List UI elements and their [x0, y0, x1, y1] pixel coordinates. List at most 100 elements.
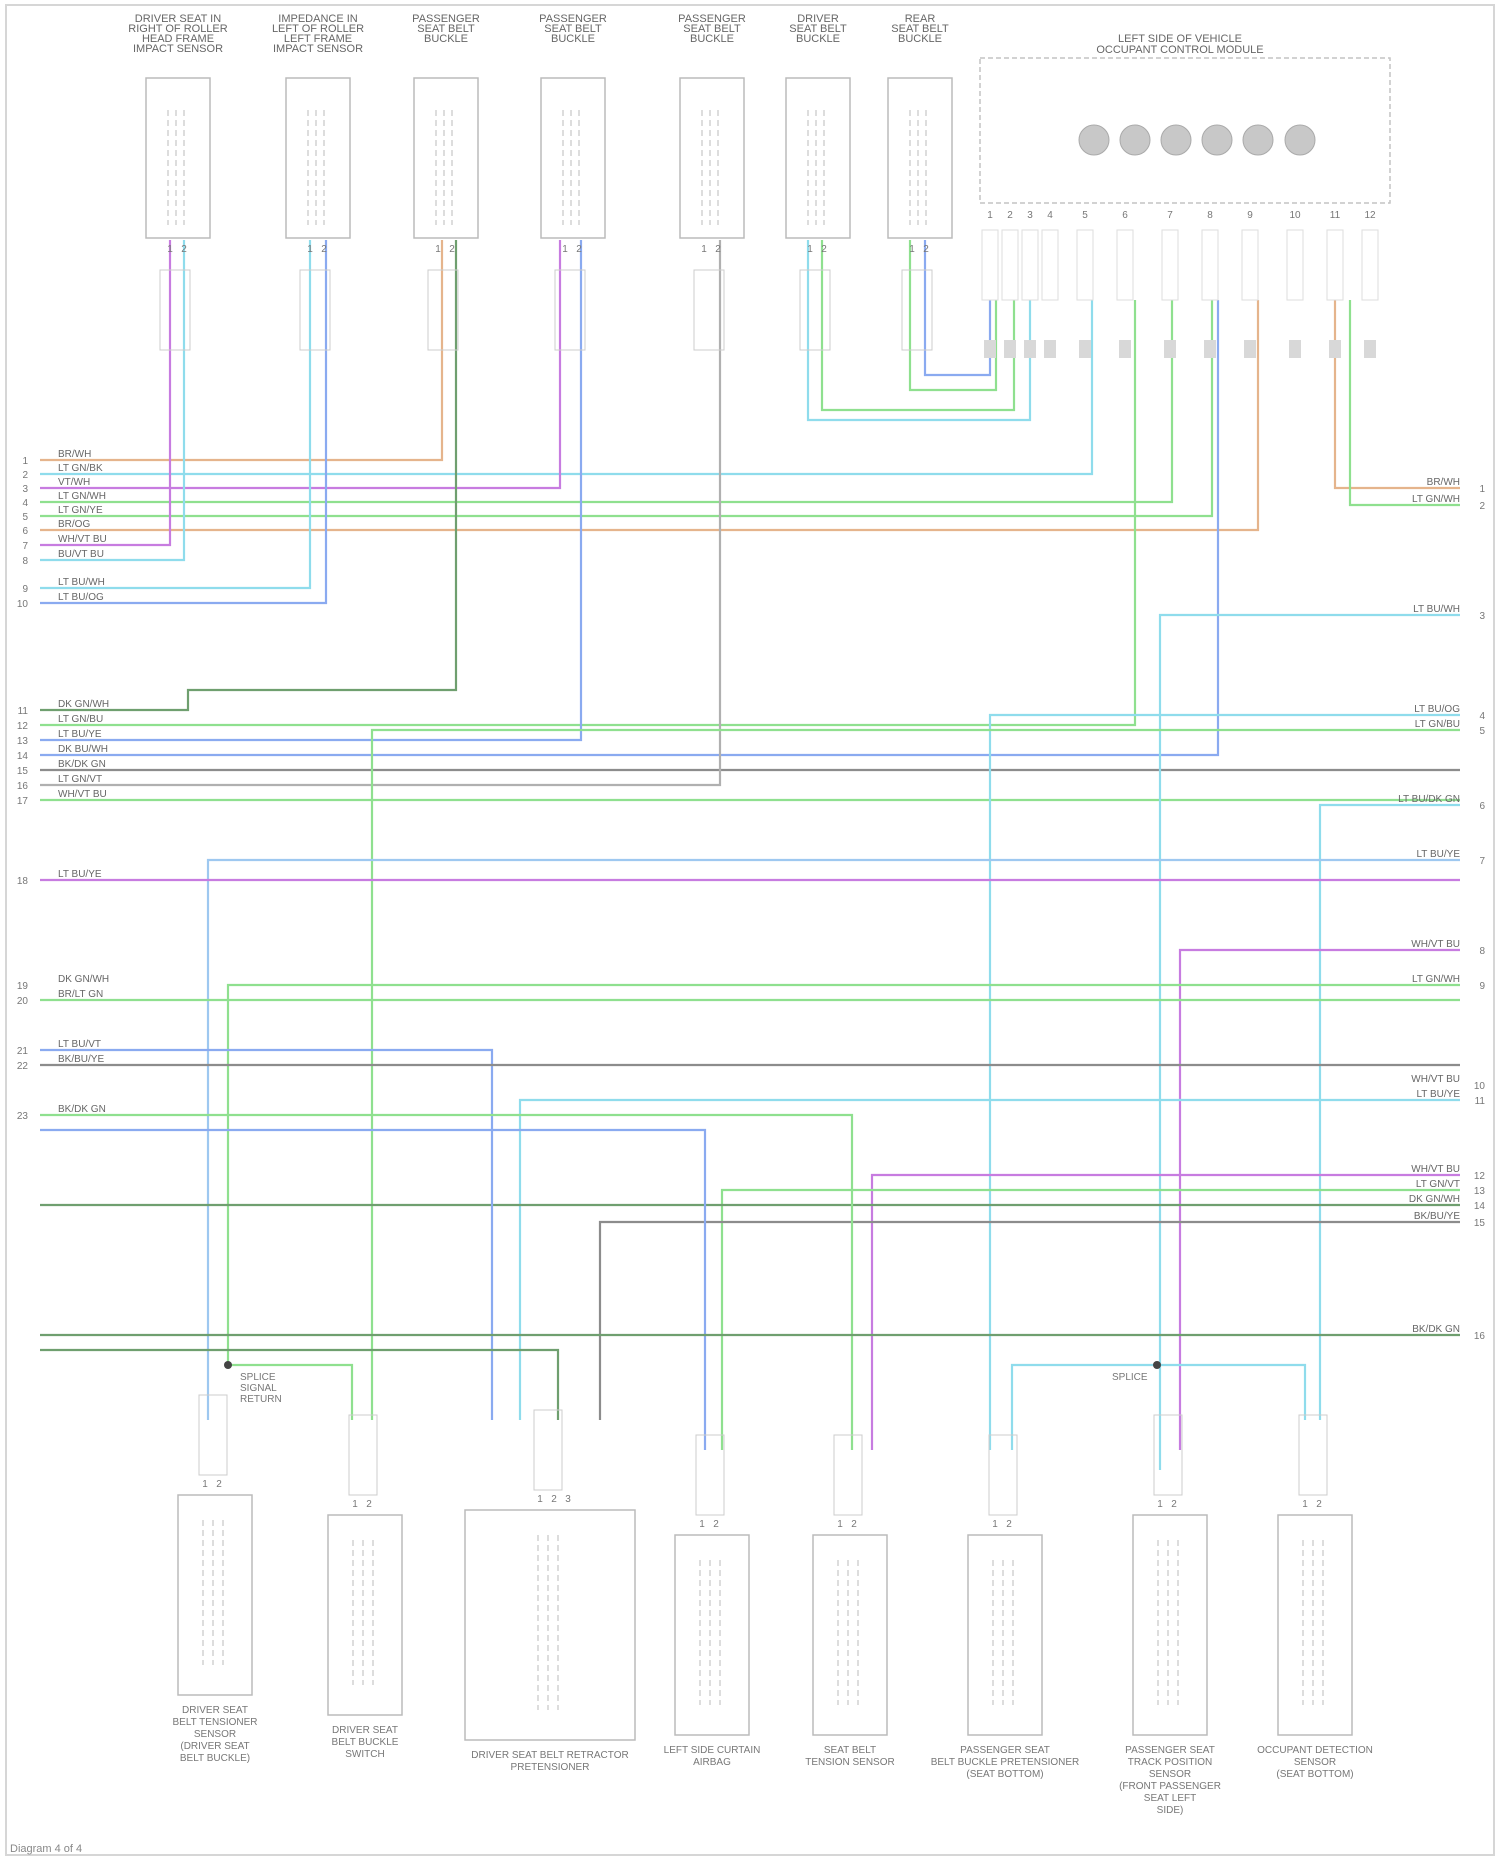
bottom-component-body [813, 1535, 887, 1735]
pin-number: 1 [909, 244, 915, 255]
left-wire-number: 5 [22, 512, 28, 523]
module-pin-body [1362, 230, 1378, 300]
connector-body [834, 1435, 862, 1515]
bottom-component-label: PASSENGER SEATTRACK POSITIONSENSOR(FRONT… [1119, 1745, 1221, 1816]
module-terminal [984, 340, 996, 358]
bottom-component-label: PASSENGER SEATBELT BUCKLE PRETENSIONER(S… [931, 1745, 1080, 1780]
squib-icon [1243, 125, 1273, 155]
left-wire-number: 19 [17, 981, 29, 992]
connector-body [1154, 1415, 1182, 1495]
top-component: PASSENGERSEAT BELTBUCKLE12 [539, 13, 607, 350]
left-wire-number: 15 [17, 766, 29, 777]
wire-r13 [722, 1190, 1460, 1450]
wire-16 [40, 240, 720, 785]
pin-number: 2 [1316, 1499, 1322, 1510]
squib-icon [1120, 125, 1150, 155]
module-pin: 11 [1330, 210, 1341, 221]
top-component: IMPEDANCE INLEFT OF ROLLERLEFT FRAMEIMPA… [272, 13, 364, 350]
left-wire-number: 20 [17, 996, 29, 1007]
top-component-body [680, 78, 744, 238]
left-wire-number: 18 [17, 876, 29, 887]
pin-number: 2 [181, 244, 187, 255]
right-wire-number: 2 [1479, 501, 1485, 512]
squib-icon [1285, 125, 1315, 155]
top-component: PASSENGERSEAT BELTBUCKLE12 [678, 13, 746, 350]
right-wire-label: BK/DK GN [1412, 1324, 1460, 1335]
connector-body [800, 270, 830, 350]
module-terminal [1204, 340, 1216, 358]
squib-icon [1079, 125, 1109, 155]
right-wire-label: LT GN/WH [1412, 974, 1460, 985]
bottom-component-body [1133, 1515, 1207, 1735]
right-wire-number: 11 [1475, 1096, 1486, 1107]
left-wire-label: BK/BU/YE [58, 1054, 104, 1065]
bottom-component-body [1278, 1515, 1352, 1735]
pin-number: 2 [321, 244, 327, 255]
splice-label: SPLICESIGNALRETURN [240, 1372, 282, 1405]
connector-body [1299, 1415, 1327, 1495]
right-wire-label: BK/BU/YE [1414, 1211, 1460, 1222]
wire-1 [40, 240, 442, 460]
left-wire-label: LT GN/WH [58, 491, 106, 502]
left-wire-number: 9 [22, 584, 28, 595]
left-wire-label: LT BU/VT [58, 1039, 101, 1050]
left-wire-label: VT/WH [58, 477, 90, 488]
top-component-label: PASSENGERSEAT BELTBUCKLE [539, 13, 607, 45]
left-wire-number: 8 [22, 556, 28, 567]
module-terminal [1329, 340, 1341, 358]
left-wire-label: DK BU/WH [58, 744, 108, 755]
bottom-component-label: OCCUPANT DETECTIONSENSOR(SEAT BOTTOM) [1257, 1745, 1373, 1780]
left-wire-number: 22 [17, 1061, 29, 1072]
bottom-component: 12PASSENGER SEATTRACK POSITIONSENSOR(FRO… [1119, 1415, 1221, 1816]
connector-body [534, 1410, 562, 1490]
bottom-component: 12OCCUPANT DETECTIONSENSOR(SEAT BOTTOM) [1257, 1415, 1373, 1780]
wire-5 [40, 300, 1212, 516]
module-terminal [1044, 340, 1056, 358]
module-pin-body [1242, 230, 1258, 300]
left-wire-number: 14 [17, 751, 29, 762]
pin-number: 1 [537, 1494, 543, 1505]
bottom-component: 12PASSENGER SEATBELT BUCKLE PRETENSIONER… [931, 1435, 1080, 1780]
right-wire-number: 10 [1474, 1081, 1486, 1092]
top-component-label: PASSENGERSEAT BELTBUCKLE [412, 13, 480, 45]
module-pin: 10 [1289, 210, 1301, 221]
pin-number: 2 [713, 1519, 719, 1530]
left-wire-label: BK/DK GN [58, 759, 106, 770]
pin-number: 2 [821, 244, 827, 255]
wire-2 [40, 300, 1092, 474]
splice-label: SPLICE [1112, 1372, 1148, 1383]
left-wire-label: BU/VT BU [58, 549, 104, 560]
bottom-component-body [968, 1535, 1042, 1735]
pin-number: 1 [837, 1519, 843, 1530]
wire-r3 [1160, 615, 1460, 1470]
right-wire-label: LT BU/DK GN [1398, 794, 1460, 805]
module-pin-body [1042, 230, 1058, 300]
top-component-body [146, 78, 210, 238]
pin-number: 3 [565, 1494, 571, 1505]
wire-loop-4 [925, 240, 990, 375]
right-wire-label: BR/WH [1427, 477, 1460, 488]
module-pin-body [982, 230, 998, 300]
right-wire-number: 4 [1479, 711, 1485, 722]
left-wire-label: LT GN/BK [58, 463, 103, 474]
bottom-component: 12DRIVER SEATBELT TENSIONERSENSOR(DRIVER… [172, 1395, 257, 1764]
pin-number: 2 [576, 244, 582, 255]
pin-number: 2 [1006, 1519, 1012, 1530]
left-wire-number: 21 [17, 1046, 29, 1057]
right-wire-number: 12 [1474, 1171, 1486, 1182]
module-pin-body [1022, 230, 1038, 300]
bottom-component: 12LEFT SIDE CURTAINAIRBAG [664, 1435, 761, 1768]
top-component-label: DRIVERSEAT BELTBUCKLE [789, 13, 847, 45]
bottom-component-label: DRIVER SEAT BELT RETRACTORPRETENSIONER [471, 1750, 628, 1773]
top-component-body [541, 78, 605, 238]
left-wire-number: 11 [18, 706, 29, 717]
left-wire-number: 1 [22, 456, 28, 467]
module-pin-body [1202, 230, 1218, 300]
right-wire-label: LT BU/OG [1414, 704, 1460, 715]
